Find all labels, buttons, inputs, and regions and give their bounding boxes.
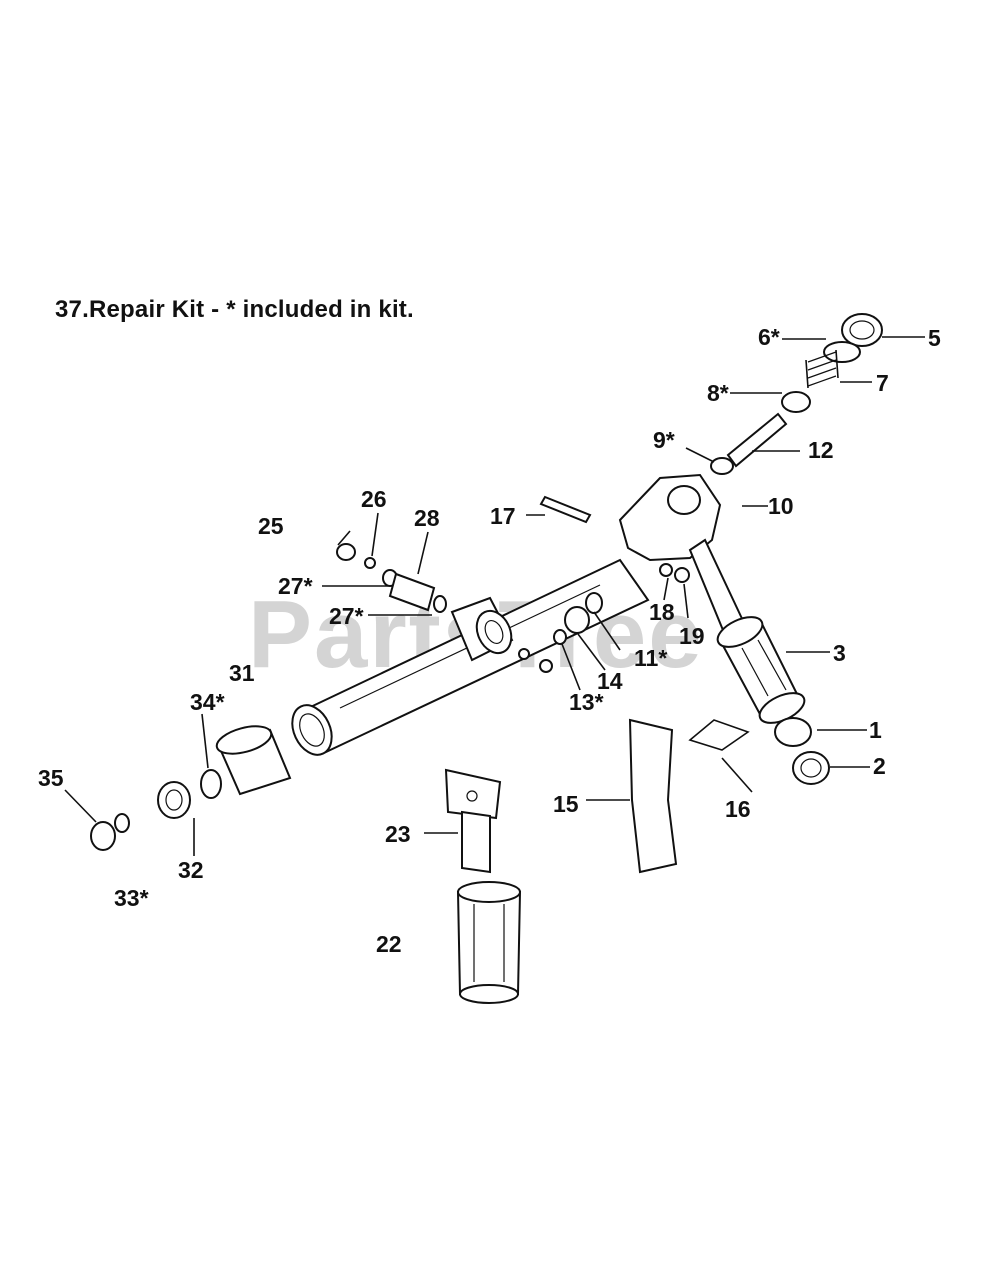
- label-part-31: 31: [229, 660, 255, 686]
- tube-clamp-part: [450, 596, 514, 662]
- oring-part-6: [823, 341, 861, 363]
- label-part-2: 2: [873, 753, 886, 779]
- nut-part-small-a: [518, 648, 530, 660]
- label-part-17: 17: [490, 503, 516, 529]
- grip-part-22: [456, 881, 522, 1004]
- label-part-18: 18: [649, 599, 675, 625]
- label-part-16: 16: [725, 796, 751, 822]
- label-part-19: 19: [679, 623, 705, 649]
- kit-title: 37.Repair Kit - * included in kit.: [55, 296, 414, 323]
- label-part-32: 32: [178, 857, 204, 883]
- label-part-7: 7: [876, 370, 889, 396]
- label-part-1: 1: [869, 717, 882, 743]
- label-part-15: 15: [553, 791, 579, 817]
- nut-part-32: [157, 781, 191, 819]
- label-part-8: 8*: [707, 380, 729, 406]
- oring-part-34: [200, 769, 222, 799]
- label-part-25: 25: [258, 513, 284, 539]
- label-part-5: 5: [928, 325, 941, 351]
- label-part-28: 28: [414, 505, 440, 531]
- label-part-11: 11*: [634, 645, 667, 671]
- oring-part-11: [585, 592, 603, 614]
- label-part-22: 22: [376, 931, 402, 957]
- main-tube-part: [291, 558, 650, 756]
- label-part-34: 34*: [190, 689, 225, 715]
- nut-part-small-b: [539, 659, 553, 673]
- oring-part-13: [553, 629, 567, 645]
- thread-part-2: [792, 751, 830, 785]
- valve-body-part-28: [388, 572, 436, 612]
- label-part-35: 35: [38, 765, 64, 791]
- label-part-12: 12: [808, 437, 834, 463]
- label-part-10: 10: [768, 493, 794, 519]
- fitting-part-25: [336, 543, 356, 561]
- label-part-14: 14: [597, 668, 623, 694]
- washer-part-1: [774, 717, 812, 747]
- bracket-part-15: [628, 718, 678, 874]
- cap-part-5: [841, 313, 883, 347]
- washer-part-26: [364, 557, 376, 569]
- label-part-3: 3: [833, 640, 846, 666]
- handle-head-part: [618, 473, 747, 637]
- label-part-27b: 27*: [329, 603, 364, 629]
- clip-part-16: [688, 719, 750, 751]
- label-part-9: 9*: [653, 427, 675, 453]
- handle-grip-part: [716, 616, 806, 724]
- oring-part-27b: [433, 595, 447, 613]
- spring-part-7: [805, 349, 839, 389]
- washer-part-33: [114, 813, 130, 833]
- leader-lines: [64, 336, 925, 856]
- nut-part-18: [659, 563, 673, 577]
- post-part-23: [444, 768, 502, 874]
- seal-part-9: [710, 457, 734, 475]
- nut-part-35: [90, 821, 116, 851]
- fitting-part-14: [564, 606, 590, 634]
- label-part-33: 33*: [114, 885, 149, 911]
- seal-part-8: [781, 391, 811, 413]
- label-part-6: 6*: [758, 324, 780, 350]
- valve-stem-part-12: [726, 412, 788, 468]
- label-part-13: 13*: [569, 689, 604, 715]
- pin-part-17: [539, 495, 592, 524]
- label-part-26: 26: [361, 486, 387, 512]
- label-part-27a: 27*: [278, 573, 313, 599]
- nut-part-19: [674, 567, 690, 583]
- label-part-23: 23: [385, 821, 411, 847]
